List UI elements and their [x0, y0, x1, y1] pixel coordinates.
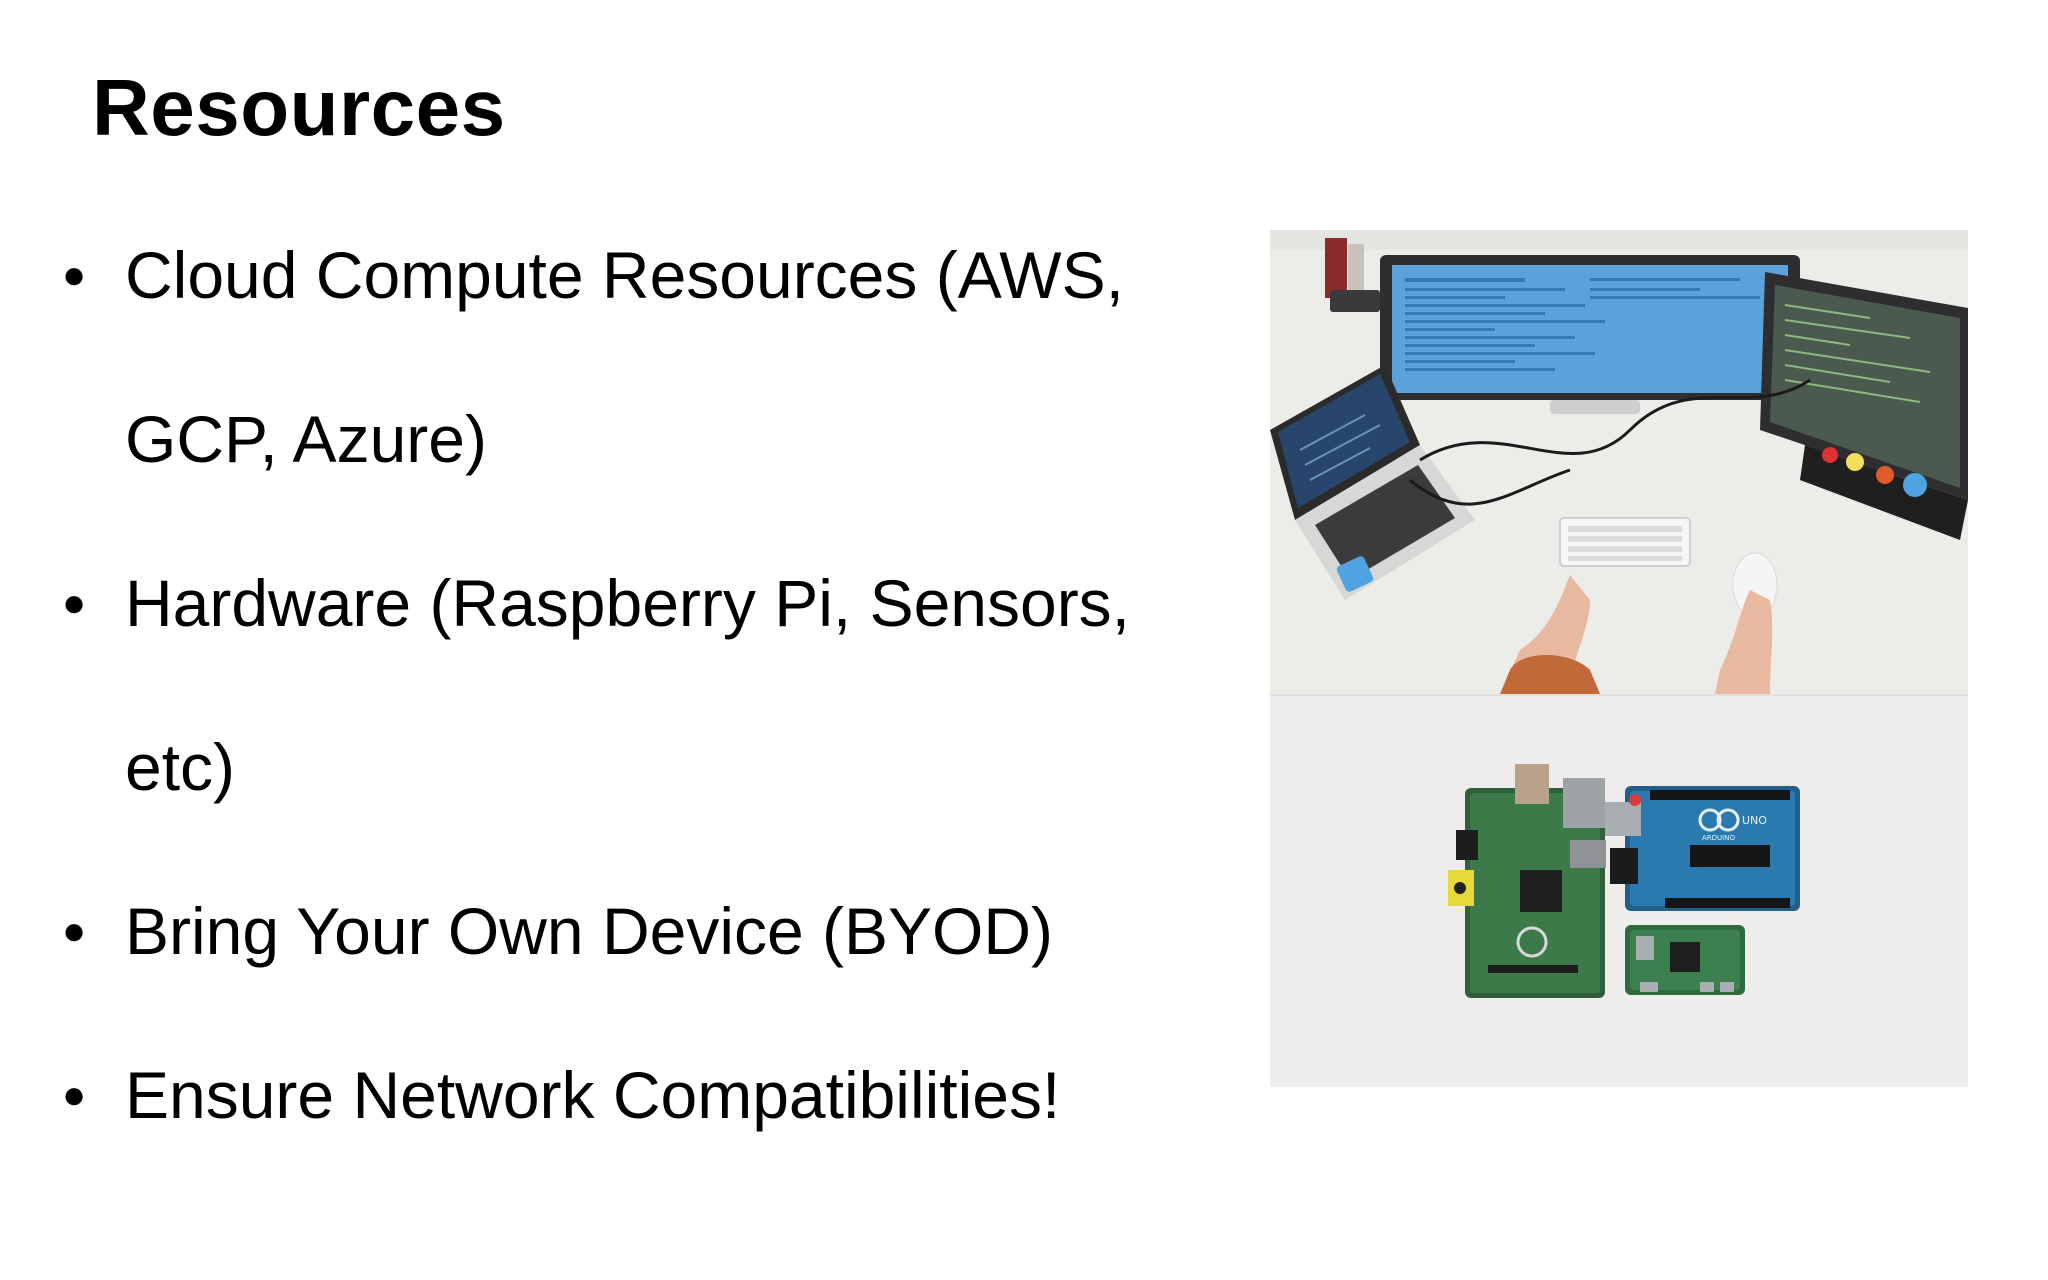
desk-workstation-photo — [1270, 230, 1968, 694]
dev-boards-photo: UNO ARDUINO — [1270, 696, 1968, 1087]
bullet-item-network: ● Ensure Network Compatibilities! — [60, 1013, 1200, 1177]
bullet-item-byod: ● Bring Your Own Device (BYOD) — [60, 849, 1200, 1013]
bullet-list: ● Cloud Compute Resources (AWS, GCP, Azu… — [60, 193, 1200, 1177]
arduino-board: UNO ARDUINO — [1605, 786, 1800, 911]
arduino-sublabel: ARDUINO — [1702, 834, 1735, 842]
bullet-text: Hardware (Raspberry Pi, Sensors, etc) — [125, 566, 1131, 804]
illustration-panel: UNO ARDUINO — [1270, 230, 1968, 1087]
bullet-marker: ● — [62, 909, 87, 953]
bullet-marker: ● — [62, 581, 87, 625]
bullet-item-cloud: ● Cloud Compute Resources (AWS, GCP, Azu… — [60, 193, 1200, 521]
bullet-text: Bring Your Own Device (BYOD) — [125, 894, 1054, 968]
slide-title: Resources — [92, 63, 506, 152]
arduino-label: UNO — [1742, 814, 1767, 827]
bullet-text: Ensure Network Compatibilities! — [125, 1058, 1061, 1132]
bullet-item-hardware: ● Hardware (Raspberry Pi, Sensors, etc) — [60, 521, 1200, 849]
bullet-marker: ● — [62, 253, 87, 297]
bullet-marker: ● — [62, 1073, 87, 1117]
bullet-text: Cloud Compute Resources (AWS, GCP, Azure… — [125, 238, 1124, 476]
